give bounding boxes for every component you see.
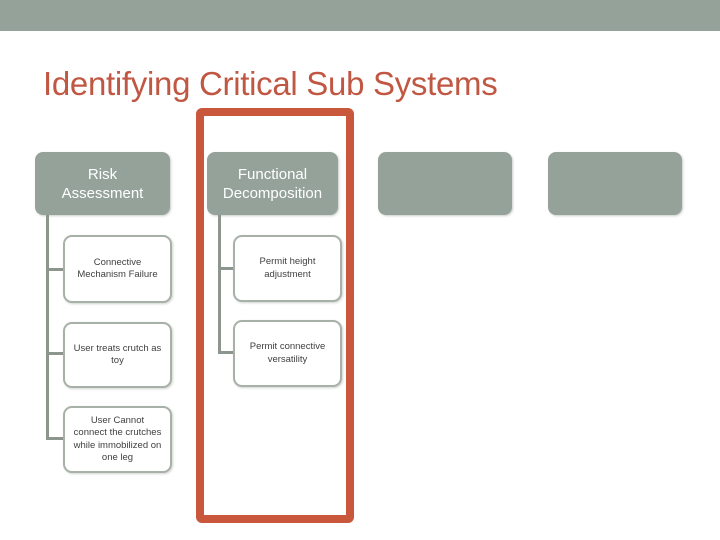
connector-stub xyxy=(46,437,63,440)
highlight-rectangle xyxy=(196,108,354,523)
child-box-permit-connective-versatility: Permit connective versatility xyxy=(233,320,342,387)
connector-stub xyxy=(46,268,63,271)
child-box-permit-height-adjustment: Permit height adjustment xyxy=(233,235,342,302)
header-box-risk-assessment: Risk Assessment xyxy=(35,152,170,215)
connector-stub xyxy=(218,351,233,354)
connector-stub xyxy=(218,267,233,270)
connector-vertical-risk xyxy=(46,215,49,440)
connector-vertical-functional xyxy=(218,215,221,353)
top-accent-band xyxy=(0,0,720,31)
header-box-empty-2 xyxy=(548,152,682,215)
child-box-connective-mechanism-failure: Connective Mechanism Failure xyxy=(63,235,172,303)
child-box-user-treats-crutch-as-toy: User treats crutch as toy xyxy=(63,322,172,388)
header-box-empty-1 xyxy=(378,152,512,215)
connector-stub xyxy=(46,352,63,355)
child-box-user-cannot-connect: User Cannot connect the crutches while i… xyxy=(63,406,172,473)
header-box-functional-decomposition: Functional Decomposition xyxy=(207,152,338,215)
slide-title: Identifying Critical Sub Systems xyxy=(43,65,498,102)
